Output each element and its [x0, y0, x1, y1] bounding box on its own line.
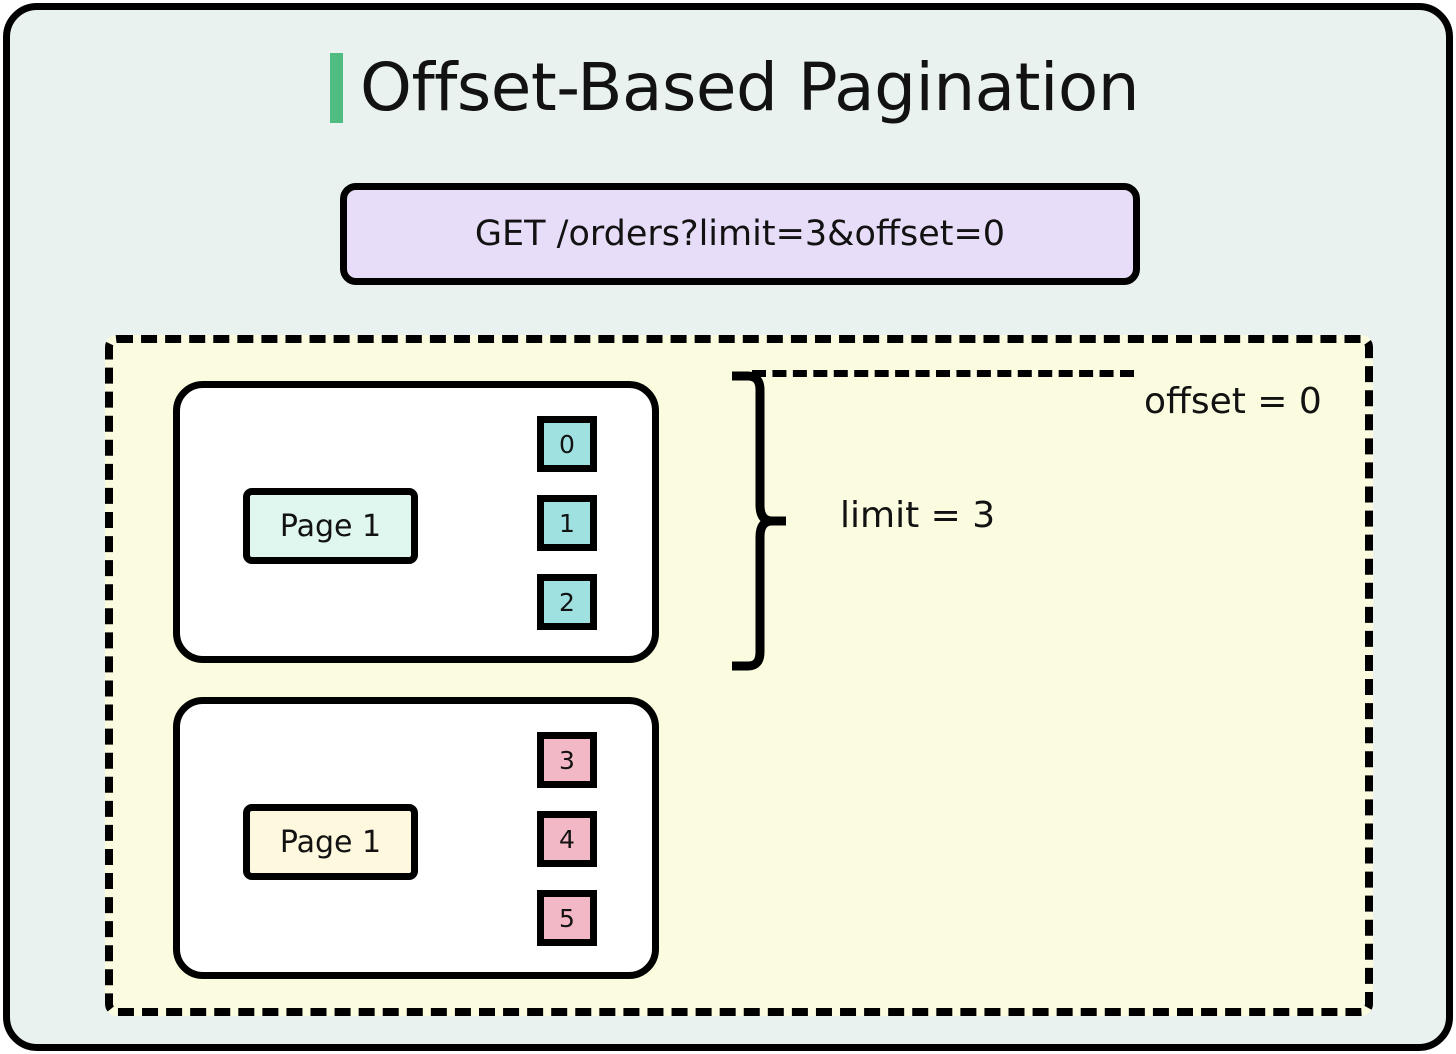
outer-frame: Offset-Based Pagination GET /orders?limi…	[3, 3, 1453, 1051]
item-column: 0 1 2	[537, 416, 599, 653]
offset-guide-line	[752, 370, 1134, 377]
item-label: 2	[559, 587, 575, 617]
item-box: 4	[537, 811, 597, 867]
offset-annotation-label: offset = 0	[1144, 381, 1322, 422]
page-label: Page 1	[243, 488, 418, 564]
item-box: 3	[537, 732, 597, 788]
item-box: 0	[537, 416, 597, 472]
page-card: Page 1 3 4 5	[173, 697, 659, 979]
item-box: 2	[537, 574, 597, 630]
request-text: GET /orders?limit=3&offset=0	[474, 214, 1006, 254]
item-box: 1	[537, 495, 597, 551]
title-accent-bar	[330, 53, 343, 123]
item-column: 3 4 5	[537, 732, 599, 969]
item-box: 5	[537, 890, 597, 946]
page-title: Offset-Based Pagination	[360, 49, 1140, 126]
page-card: Page 1 0 1 2	[173, 381, 659, 663]
request-box: GET /orders?limit=3&offset=0	[340, 183, 1140, 285]
item-label: 3	[559, 745, 575, 775]
item-label: 5	[559, 903, 575, 933]
item-label: 0	[559, 429, 575, 459]
page-label: Page 1	[243, 804, 418, 880]
page-label-text: Page 1	[279, 824, 382, 860]
page-title-row: Offset-Based Pagination	[330, 46, 1140, 130]
limit-annotation-label: limit = 3	[840, 495, 996, 536]
item-label: 1	[559, 508, 575, 538]
limit-brace-icon	[732, 371, 786, 671]
item-label: 4	[559, 824, 575, 854]
page-label-text: Page 1	[279, 508, 382, 544]
